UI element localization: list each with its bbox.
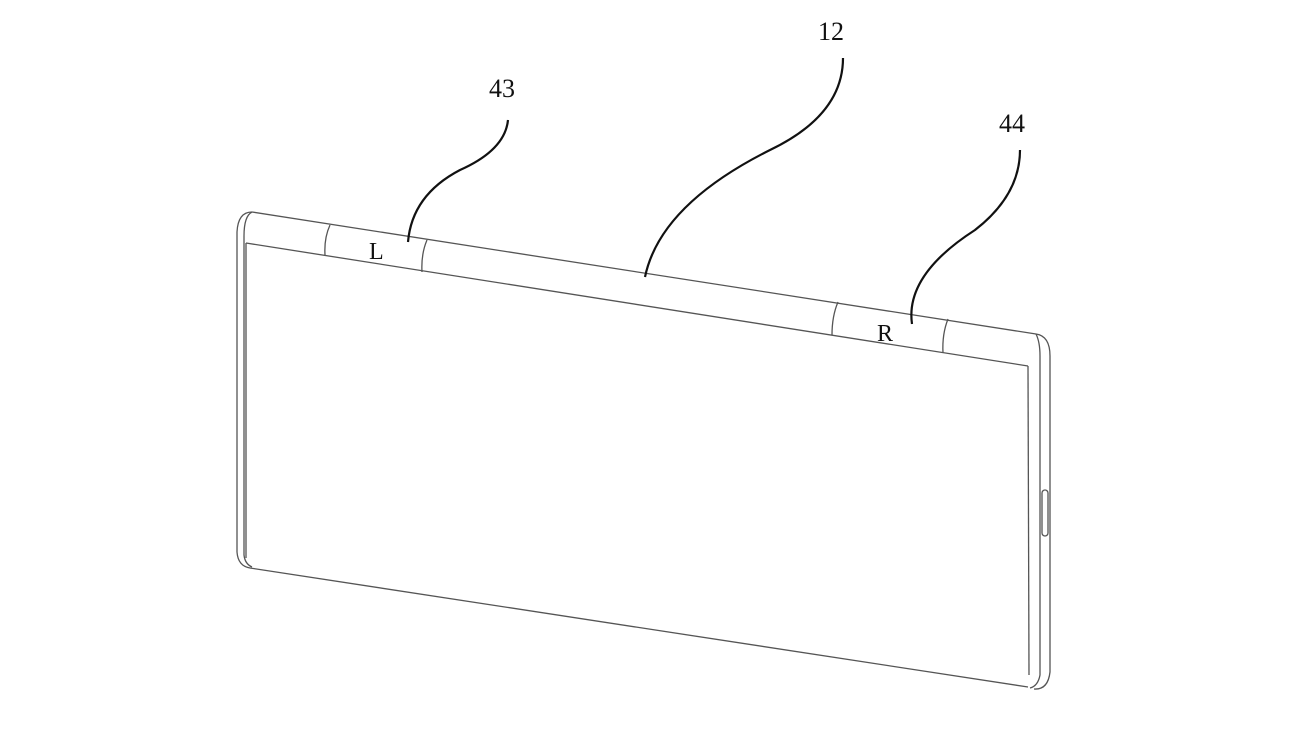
right-key-label: R [877, 321, 893, 347]
reference-numeral-43: 43 [489, 74, 515, 103]
leader-line-44 [910, 149, 1022, 325]
device-body [236, 211, 1051, 690]
left-key-divider-1 [324, 224, 331, 256]
key-segments: L R [324, 224, 949, 354]
leader-line-12 [643, 57, 845, 278]
right-end-outer [1033, 333, 1051, 690]
top-edge [251, 211, 1037, 335]
right-key-divider-2 [942, 318, 949, 354]
left-key-divider-2 [421, 239, 428, 273]
right-key-divider-1 [831, 301, 839, 336]
leader-lines: 43 12 44 [406, 17, 1025, 325]
left-key-label: L [369, 239, 384, 265]
right-end-inner [1027, 365, 1030, 676]
left-end [236, 211, 253, 569]
leader-line-43 [406, 119, 510, 243]
bottom-edge [249, 567, 1029, 688]
reference-numeral-44: 44 [999, 109, 1025, 138]
left-end-inner [243, 211, 253, 568]
side-port [1041, 489, 1049, 537]
reference-numeral-12: 12 [818, 17, 844, 46]
front-face-top-edge [245, 242, 1029, 367]
right-end-mid [1029, 333, 1041, 689]
